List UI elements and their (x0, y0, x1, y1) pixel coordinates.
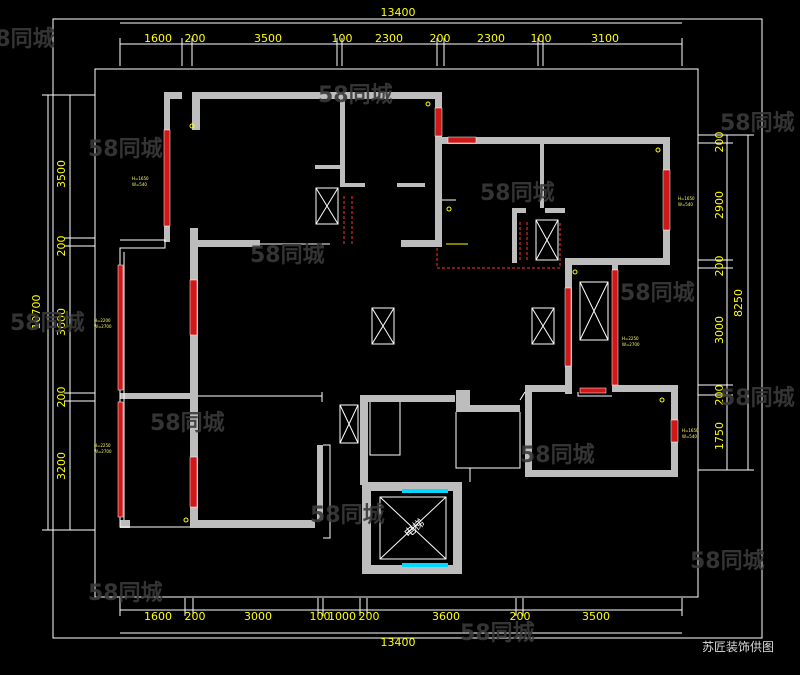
left-total-dimension: 10700 (30, 295, 43, 330)
image-credit: 苏匠装饰供图 (701, 640, 774, 654)
dim-label: 3000 (713, 316, 726, 344)
top-total-dimension: 13400 (381, 6, 416, 19)
elevator-label: 电梯 (402, 516, 427, 540)
dim-label: 2300 (375, 32, 403, 45)
left-segment-labels: 3500 200 3600 200 3200 (55, 160, 68, 480)
bottom-dimension-line (119, 598, 683, 634)
dim-label: 3500 (55, 160, 68, 188)
watermark: 58同城 (620, 280, 695, 306)
dim-label: 100 (531, 32, 552, 45)
watermark: 58同城 (720, 110, 795, 136)
dim-label: 3000 (244, 610, 272, 623)
dim-label: 100 (310, 610, 331, 623)
watermark: 58同城 (10, 310, 85, 336)
dim-label: 200 (713, 385, 726, 406)
dim-label: 200 (55, 236, 68, 257)
window-note: H=1650 (678, 196, 695, 201)
watermark: 58同城 (250, 242, 325, 268)
dim-label: 3200 (55, 452, 68, 480)
window-notes: H=1650 W=540 H=1650 W=540 H=2200 W=2700 … (94, 176, 699, 454)
dim-label: 200 (510, 610, 531, 623)
walls (120, 92, 678, 574)
window-note: W=540 (132, 182, 147, 187)
watermark: 58同城 (318, 82, 393, 108)
inner-frame (94, 68, 699, 598)
dim-label: 1750 (713, 422, 726, 450)
dim-label: 3500 (254, 32, 282, 45)
watermark: 58同城 (690, 548, 765, 574)
bottom-segment-labels: 1600 200 3000 100 1000 200 3600 200 3500 (144, 610, 610, 623)
watermark: 58同城 (310, 502, 385, 528)
dim-label: 200 (359, 610, 380, 623)
watermark: 58同城 (520, 442, 595, 468)
dim-label: 3600 (432, 610, 460, 623)
elevator (379, 489, 448, 567)
watermark: 58同城 (150, 410, 225, 436)
top-dimension-line (119, 22, 683, 66)
ceiling-fixtures (315, 187, 609, 444)
watermark: 58同城 (88, 136, 163, 162)
right-segment-labels: 200 2900 200 3000 200 1750 (713, 132, 726, 451)
dim-label: 3500 (582, 610, 610, 623)
outline-lines (119, 199, 612, 539)
dim-label: 200 (430, 32, 451, 45)
dim-label: 200 (185, 32, 206, 45)
watermark: 58同城 (460, 620, 535, 646)
dim-label: 200 (713, 256, 726, 277)
top-segment-labels: 1600 200 3500 100 2300 200 2300 100 3100 (144, 32, 619, 45)
right-total-dimension: 8250 (732, 289, 745, 317)
left-dimension-line (42, 94, 95, 531)
watermark: 58同城 (88, 580, 163, 606)
window-note: H=1650 (682, 428, 699, 433)
window-note: W=540 (678, 202, 693, 207)
dim-label: 200 (55, 387, 68, 408)
dim-label: 100 (332, 32, 353, 45)
dim-label: 3600 (55, 308, 68, 336)
window-note: W=540 (682, 434, 697, 439)
dim-label: 3100 (591, 32, 619, 45)
marker-dots (183, 101, 665, 523)
dim-label: 1600 (144, 32, 172, 45)
bottom-total-dimension: 13400 (381, 636, 416, 649)
windows (117, 107, 679, 518)
watermark: 58同城 (0, 26, 55, 52)
dim-label: 200 (713, 132, 726, 153)
dim-label: 1000 (328, 610, 356, 623)
window-note: W=2700 (94, 324, 112, 329)
window-note: H=2250 (622, 336, 639, 341)
right-dimension-line (698, 134, 754, 471)
opening-marks (343, 196, 561, 269)
dim-label: 1600 (144, 610, 172, 623)
dim-label: 2300 (477, 32, 505, 45)
watermark: 58同城 (720, 385, 795, 411)
dim-label: 200 (185, 610, 206, 623)
window-note: H=2250 (94, 443, 111, 448)
watermarks: 58同城 58同城 58同城 58同城 58同城 58同城 58同城 58同城 … (0, 26, 795, 646)
dim-label: 2900 (713, 191, 726, 219)
watermark: 58同城 (480, 180, 555, 206)
window-note: H=1650 (132, 176, 149, 181)
outer-frame (52, 18, 763, 639)
window-note: W=2700 (94, 449, 112, 454)
window-note: H=2200 (94, 318, 111, 323)
window-note: W=2700 (622, 342, 640, 347)
